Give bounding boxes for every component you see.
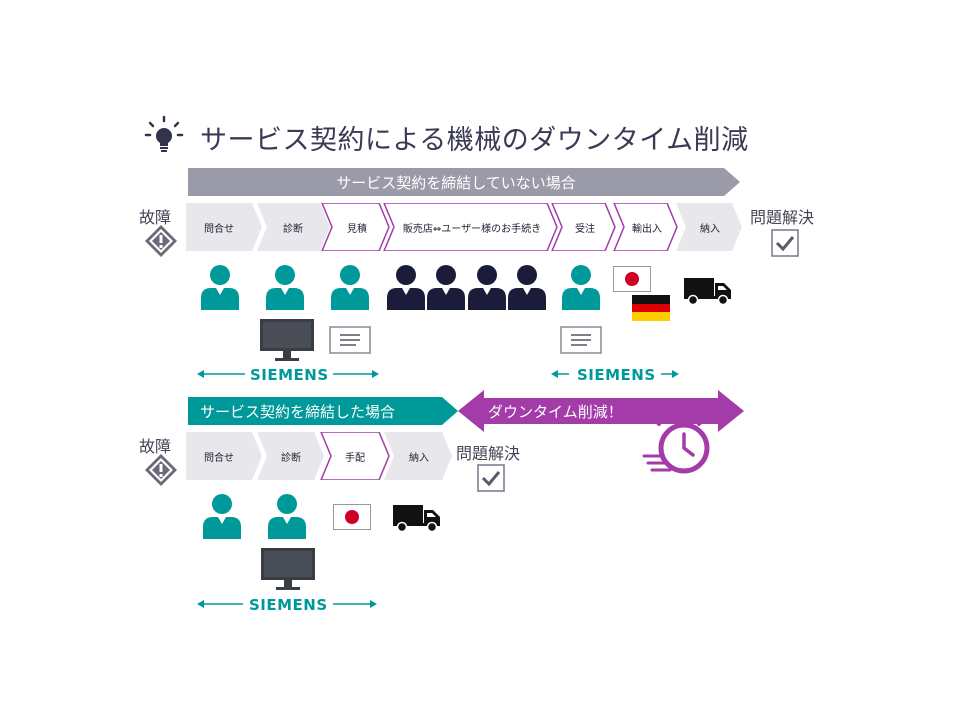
person-icon [562,265,600,310]
step-dealer-user-procedure: 販売店⇔ユーザー様のお手続き [402,223,542,235]
stopwatch-icon [642,412,710,474]
span-arrow [551,370,679,378]
step-diagnosis: 診断 [283,223,303,235]
steps-without-chevrons [186,203,742,251]
banner-without-arrow [188,168,740,196]
page-title: サービス契約による機械のダウンタイム削減 [200,125,749,156]
person-icon [203,494,241,539]
banner-without-label: サービス契約を締結していない場合 [336,173,576,192]
resolved-label: 問題解決 [750,208,815,227]
banner-with-arrow [188,397,458,425]
lightbulb-icon [144,115,184,152]
downtime-label: ダウンタイム削減！ [488,402,623,421]
siemens-logo: SIEMENS [249,596,328,614]
span-arrow [197,370,379,378]
person-icon-dark [468,265,506,310]
japan-flag-icon [333,504,371,530]
person-icon-dark [508,265,546,310]
span-arrow [197,600,377,608]
japan-flag-icon [613,266,651,292]
checkbox-icon [477,464,505,492]
document-icon [329,326,371,354]
banner-with-label: サービス契約を締結した場合 [200,402,396,421]
person-icon [268,494,306,539]
person-icon [331,265,369,310]
monitor-icon [260,319,314,361]
failure-label: 故障 [139,208,172,227]
person-icon [266,265,304,310]
document-icon [560,326,602,354]
failure-label: 故障 [139,437,172,456]
monitor-icon [261,548,315,590]
checkbox-icon [771,229,799,257]
truck-icon [684,278,731,306]
siemens-logo: SIEMENS [250,366,329,384]
step-inquiry: 問合せ [204,452,234,464]
person-icon [201,265,239,310]
step-inquiry: 問合せ [204,223,234,235]
person-icon-dark [427,265,465,310]
siemens-logo: SIEMENS [577,366,656,384]
steps-with-chevrons [186,432,452,480]
warning-icon [145,454,177,486]
resolved-label: 問題解決 [456,444,521,463]
step-order-receipt: 受注 [575,223,595,235]
truck-icon [393,505,440,533]
step-import-export: 輸出入 [632,223,662,235]
step-delivery: 納入 [409,452,429,464]
step-delivery: 納入 [700,223,720,235]
step-arrangement: 手配 [345,452,365,464]
warning-icon [145,225,177,257]
step-diagnosis: 診断 [281,452,301,464]
person-icon-dark [387,265,425,310]
downtime-arrow [458,390,744,432]
step-quotation: 見積 [347,223,367,235]
germany-flag-icon [632,295,670,321]
